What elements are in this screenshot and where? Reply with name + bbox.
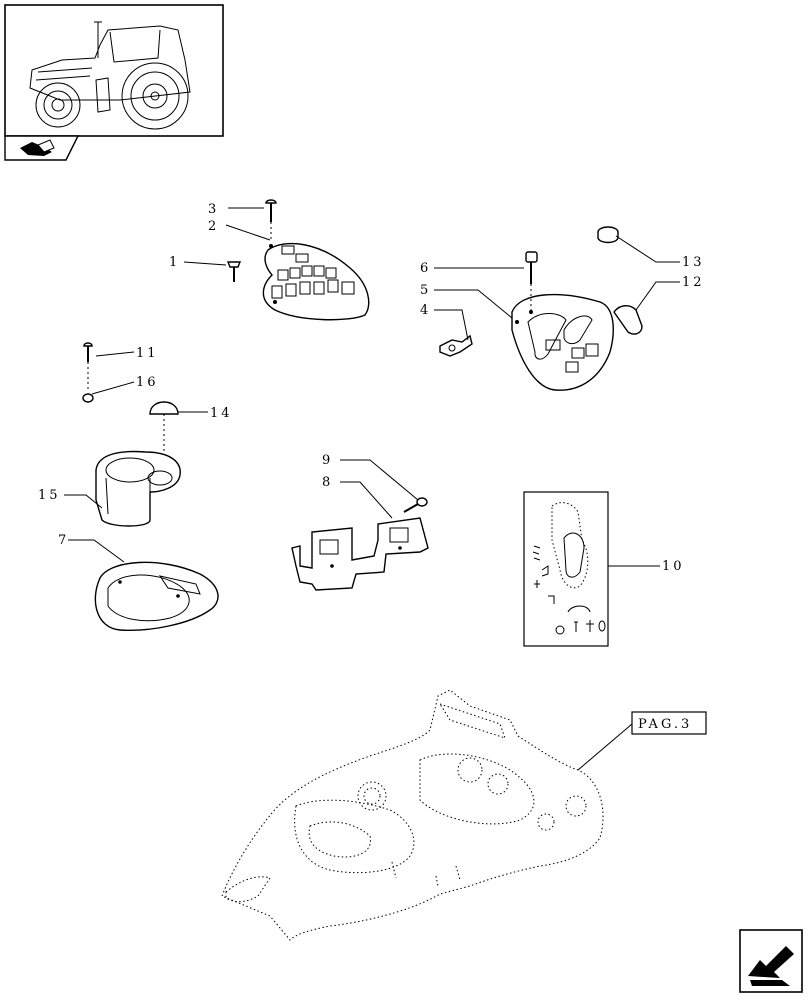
part-cup-holder-15 xyxy=(95,450,181,527)
part-shift-plate xyxy=(511,293,614,391)
part-clip-4 xyxy=(439,334,473,357)
part-switch-plate xyxy=(262,242,370,321)
callout-4: 4 xyxy=(420,303,431,318)
part-washer-16 xyxy=(82,393,94,403)
part-knob-14 xyxy=(149,401,179,415)
dashboard-reference-outline xyxy=(221,689,604,941)
part-grip-12 xyxy=(613,305,643,335)
callout-7: 7 xyxy=(58,533,69,548)
page-reference-label: PAG.3 xyxy=(638,717,692,732)
callout-9: 9 xyxy=(322,453,333,468)
callout-8: 8 xyxy=(322,475,333,490)
callout-10: 10 xyxy=(662,559,685,574)
callout-6: 6 xyxy=(420,261,431,276)
callout-12: 12 xyxy=(682,275,705,290)
part-bolt-6 xyxy=(525,251,538,284)
callout-16: 16 xyxy=(136,375,159,390)
callout-13: 13 xyxy=(682,255,705,270)
next-page-arrow-icon[interactable] xyxy=(739,929,803,993)
part-cap-13 xyxy=(597,226,619,244)
part-screw-11 xyxy=(83,342,93,362)
callout-2: 2 xyxy=(208,219,219,234)
callout-5: 5 xyxy=(420,283,431,298)
section-tab-icon xyxy=(4,135,80,161)
part-kit-10 xyxy=(523,491,609,647)
callout-1: 1 xyxy=(169,255,180,270)
callout-11: 11 xyxy=(136,346,159,361)
callout-15: 15 xyxy=(38,488,61,503)
part-screw-9 xyxy=(403,497,428,513)
page-reference-box xyxy=(631,711,707,735)
tractor-thumbnail-icon xyxy=(4,4,224,137)
part-screw-3 xyxy=(265,199,277,222)
part-bezel-7 xyxy=(94,561,219,632)
callout-3: 3 xyxy=(208,202,219,217)
part-screw-1 xyxy=(226,261,242,282)
callout-14: 14 xyxy=(210,406,233,421)
part-bracket-8 xyxy=(291,517,429,591)
